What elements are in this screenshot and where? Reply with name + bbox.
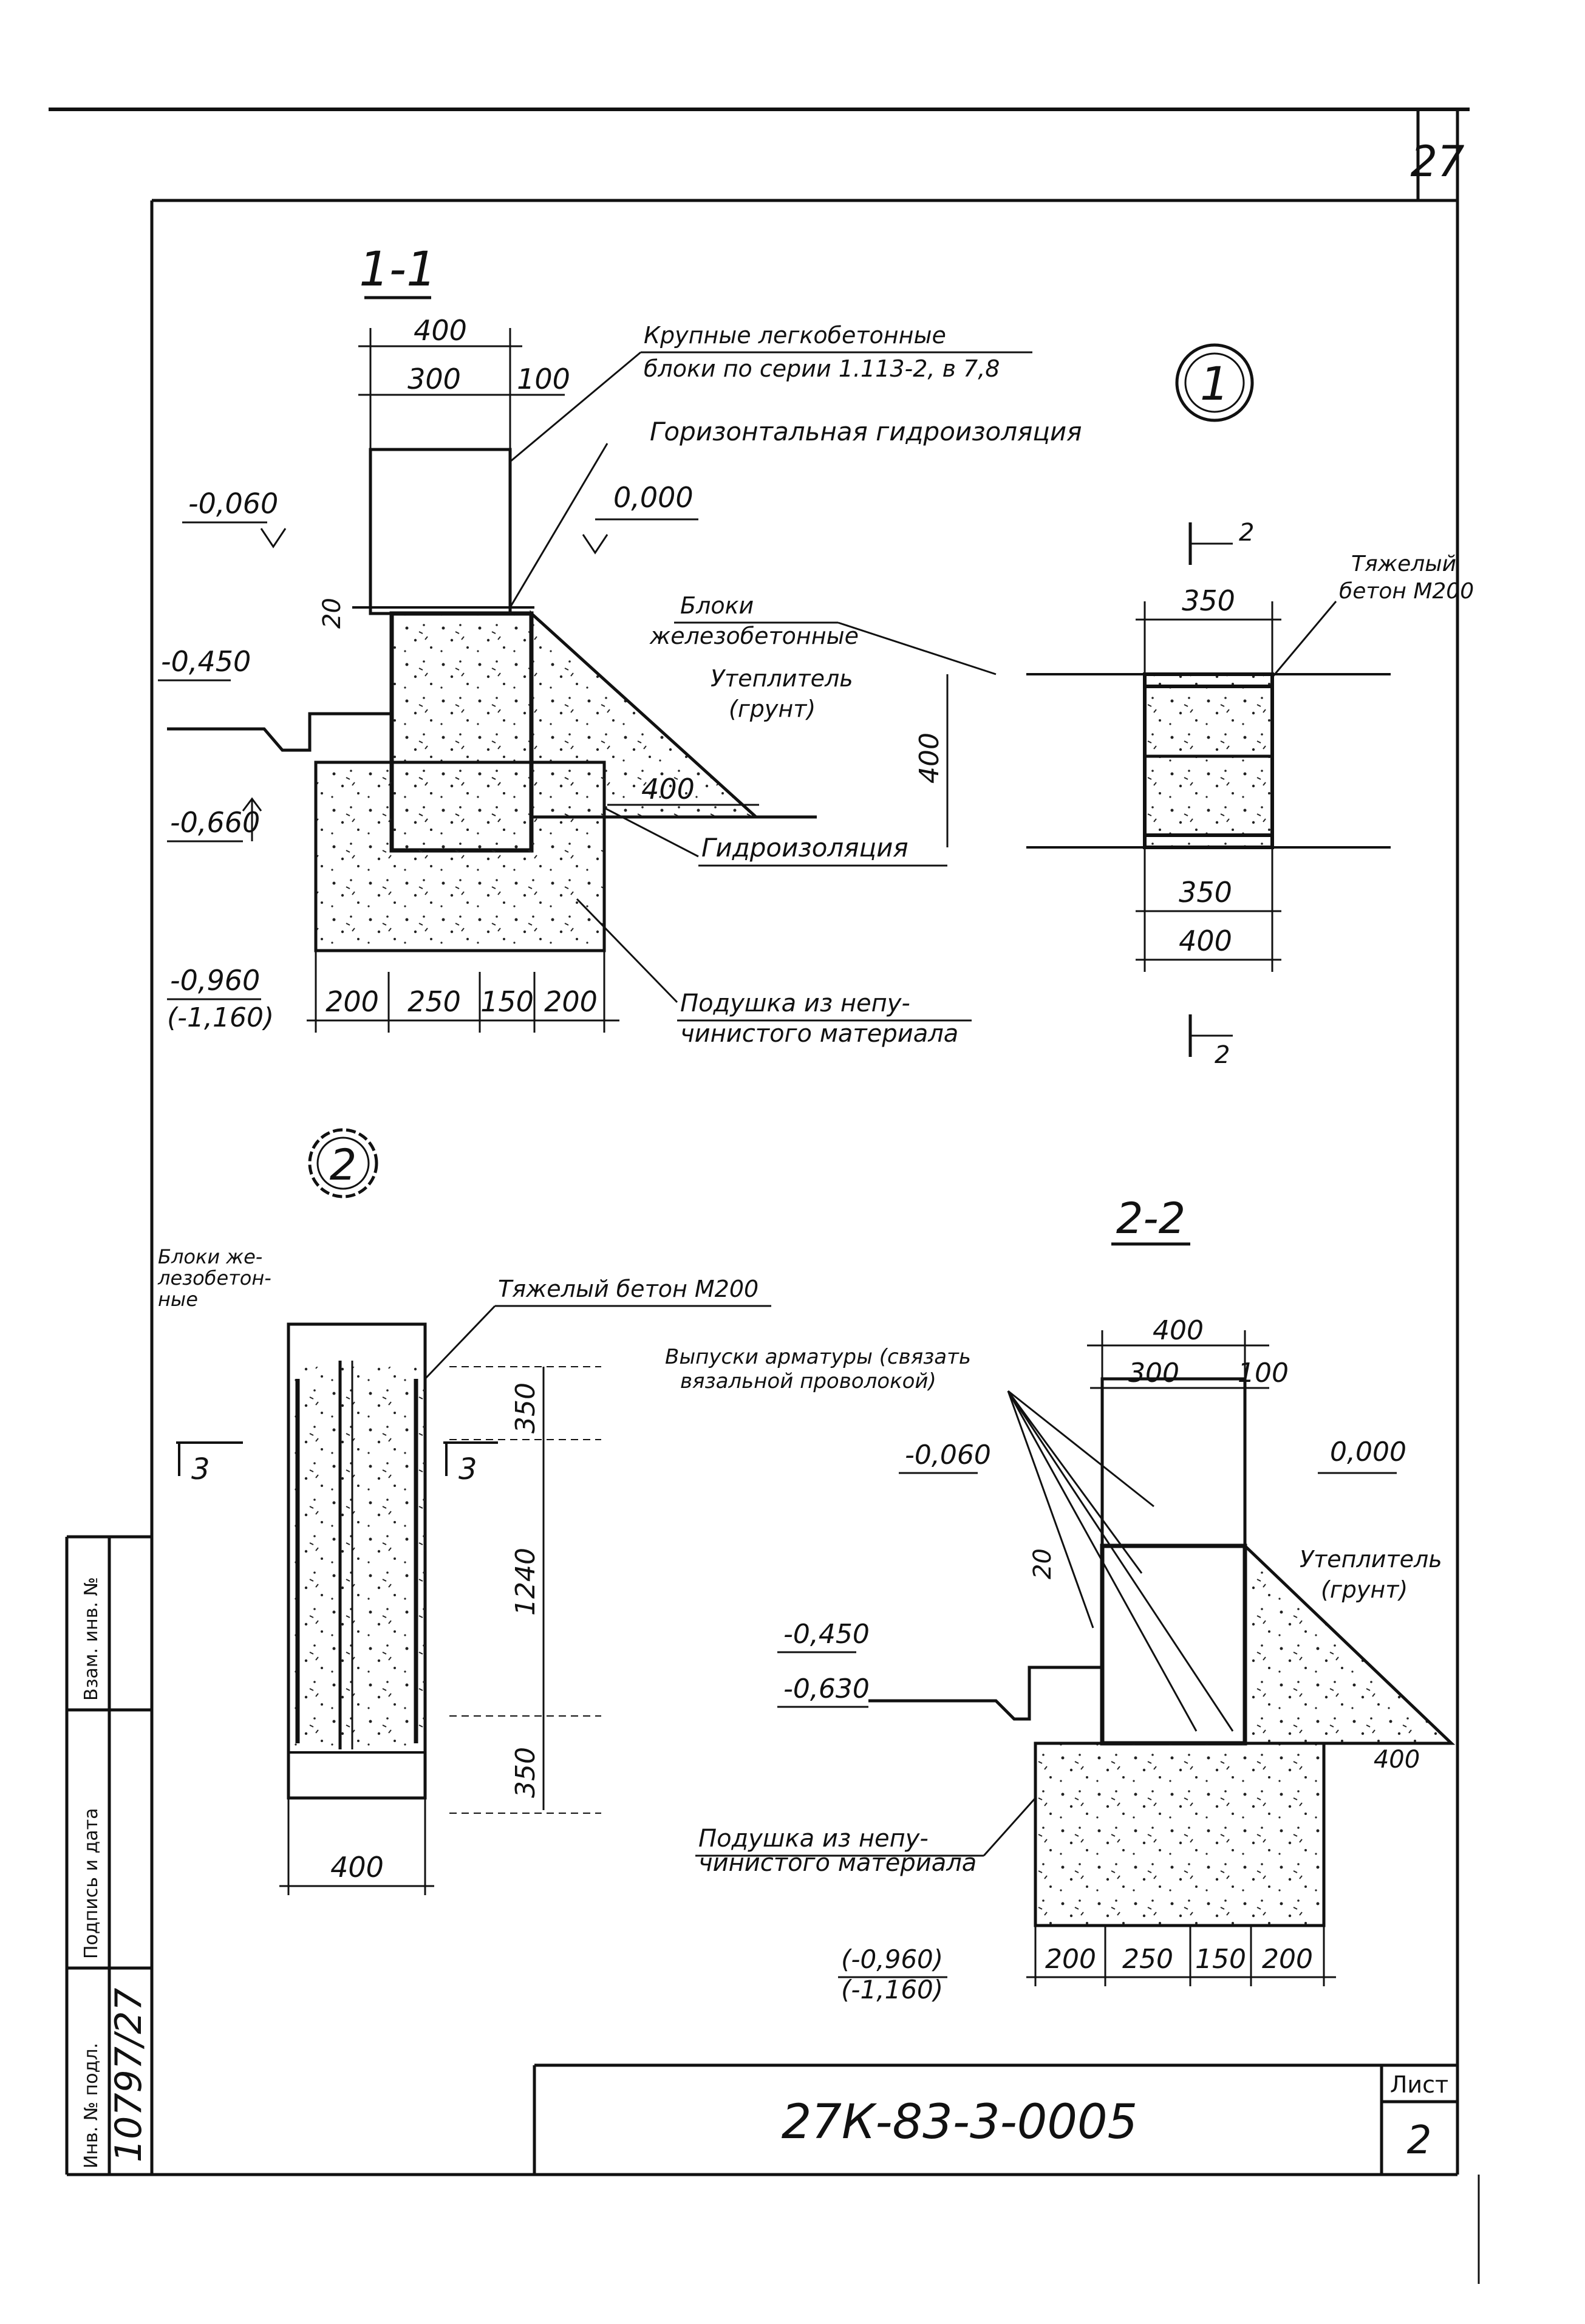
detail-1: 1 2 2 350 400 350 400 Тяжелый бетон М200 xyxy=(914,343,1474,1069)
s22-level-floor: 0,000 xyxy=(1330,1437,1406,1468)
section-1-1: 1-1 400 300 100 20 400 xyxy=(158,242,1082,1048)
detail-1-block xyxy=(1143,672,1274,849)
section-title: 1-1 xyxy=(359,242,436,297)
detail-1-cut-bottom: 2 xyxy=(1215,1041,1230,1069)
level-base-bottom: -0,960 xyxy=(170,964,260,997)
s22-insulation-1: Утеплитель xyxy=(1300,1546,1442,1573)
dim-base-3: 150 xyxy=(480,985,534,1018)
s22-dim-wall-total: 400 xyxy=(1153,1315,1204,1346)
dim-wall-total: 400 xyxy=(414,314,467,347)
detail-2-blocks-2: лезобетон- xyxy=(157,1266,271,1290)
s22-dim-wall-right: 100 xyxy=(1238,1358,1289,1389)
detail-2-blocks-3: ные xyxy=(158,1288,198,1311)
side-label-inv: Инв. № подл. xyxy=(81,2043,102,2168)
section-2-2-title: 2-2 xyxy=(1116,1194,1185,1243)
drawing-code: 27К-83-3-0005 xyxy=(782,2095,1137,2150)
corner-number: 27 xyxy=(1410,137,1464,186)
detail-1-dim-bottom: 400 xyxy=(1179,924,1232,957)
sheet-number: 2 xyxy=(1407,2118,1432,2163)
section-2-2: 2-2 Выпуски арматуры (связать вязальной … xyxy=(665,1194,1456,2004)
wall-block xyxy=(369,448,512,615)
detail-1-cut-top: 2 xyxy=(1239,519,1254,547)
detail-2-dim-bottom: 350 xyxy=(510,1747,541,1798)
level-block-bottom: -0,660 xyxy=(170,806,260,839)
side-label-inv-replace: Взам. инв. № xyxy=(81,1577,102,1701)
level-top: -0,060 xyxy=(188,487,278,520)
s22-dim-base-1: 200 xyxy=(1045,1944,1096,1975)
dim-base-4: 200 xyxy=(544,985,598,1018)
s22-dim-base-3: 150 xyxy=(1195,1944,1246,1975)
rebar-note-1: Выпуски арматуры (связать xyxy=(665,1345,971,1369)
s22-insulation xyxy=(1243,1542,1456,1745)
level-floor: 0,000 xyxy=(613,481,694,514)
note-waterproof-h: Горизонтальная гидроизоляция xyxy=(650,417,1082,446)
dim-base-1: 200 xyxy=(326,985,379,1018)
detail-1-concrete-1: Тяжелый xyxy=(1351,552,1456,576)
archive-number: 10797/27 xyxy=(107,1988,150,2162)
detail-2-dim-width: 400 xyxy=(330,1851,384,1884)
s22-dim-base-2: 250 xyxy=(1122,1944,1173,1975)
detail-2: 2 Блоки же- лезобетон- ные Тяжелый бетон… xyxy=(157,1128,771,1895)
s22-rc-block xyxy=(1100,1543,1247,1746)
note-rc-blocks-2: железобетонные xyxy=(649,623,859,649)
s22-level-base-bottom-alt: (-1,160) xyxy=(841,1975,943,2004)
detail-1-concrete-2: бетон М200 xyxy=(1339,579,1474,604)
s22-level-block-bottom: -0,630 xyxy=(783,1673,870,1704)
s22-dim-base-4: 200 xyxy=(1262,1944,1313,1975)
s22-base-cushion xyxy=(1034,1741,1326,1927)
s22-cushion-2: чинистого материала xyxy=(698,1849,977,1877)
detail-2-dim-middle: 1240 xyxy=(510,1548,541,1616)
note-cushion-2: чинистого материала xyxy=(680,1020,958,1048)
note-insulation-1: Утеплитель xyxy=(711,665,853,692)
note-wall-blocks-1: Крупные легкобетонные xyxy=(644,322,946,349)
detail-2-dim-top: 350 xyxy=(510,1382,541,1434)
s22-insulation-2: (грунт) xyxy=(1321,1576,1408,1603)
dim-wall-left: 300 xyxy=(407,363,461,395)
side-label-sign: Подпись и дата xyxy=(81,1808,102,1960)
note-insulation-2: (грунт) xyxy=(729,695,816,722)
dim-wall-right: 100 xyxy=(517,363,570,395)
detail-1-dim-height: 400 xyxy=(914,733,945,784)
s22-wall-block xyxy=(1100,1377,1247,1548)
detail-2-cut-left: 3 xyxy=(191,1452,210,1486)
level-ground: -0,450 xyxy=(161,645,251,678)
detail-2-concrete: Тяжелый бетон М200 xyxy=(498,1276,758,1302)
note-cushion-1: Подушка из непу- xyxy=(680,989,910,1017)
s22-dim-wall-left: 300 xyxy=(1128,1358,1179,1389)
detail-1-dim-inner: 350 xyxy=(1179,876,1232,909)
level-base-bottom-alt: (-1,160) xyxy=(167,1002,274,1033)
detail-1-dim-top: 350 xyxy=(1182,584,1235,617)
s22-level-top: -0,060 xyxy=(905,1440,991,1471)
dim-ledge: 400 xyxy=(641,773,695,805)
detail-2-cut-right: 3 xyxy=(458,1452,477,1486)
s22-dim-joint: 20 xyxy=(1029,1548,1057,1579)
rebar-note-2: вязальной проволокой) xyxy=(680,1369,936,1393)
sheet-frame xyxy=(49,108,1480,2284)
s22-cushion-1: Подушка из непу- xyxy=(698,1825,929,1853)
detail-2-marker: 2 xyxy=(330,1140,357,1190)
detail-2-blocks-1: Блоки же- xyxy=(158,1245,262,1268)
note-wall-blocks-2: блоки по серии 1.113-2, в 7,8 xyxy=(644,355,1000,382)
s22-level-base-bottom: (-0,960) xyxy=(841,1944,943,1974)
sheet-label: Лист xyxy=(1390,2071,1448,2098)
note-waterproof: Гидроизоляция xyxy=(701,833,908,863)
note-rc-blocks-1: Блоки xyxy=(680,592,754,619)
detail-1-marker: 1 xyxy=(1200,357,1229,411)
dim-joint: 20 xyxy=(318,598,346,629)
s22-dim-ledge: 400 xyxy=(1374,1746,1420,1774)
s22-level-ground: -0,450 xyxy=(783,1619,870,1650)
dim-base-2: 250 xyxy=(407,985,461,1018)
